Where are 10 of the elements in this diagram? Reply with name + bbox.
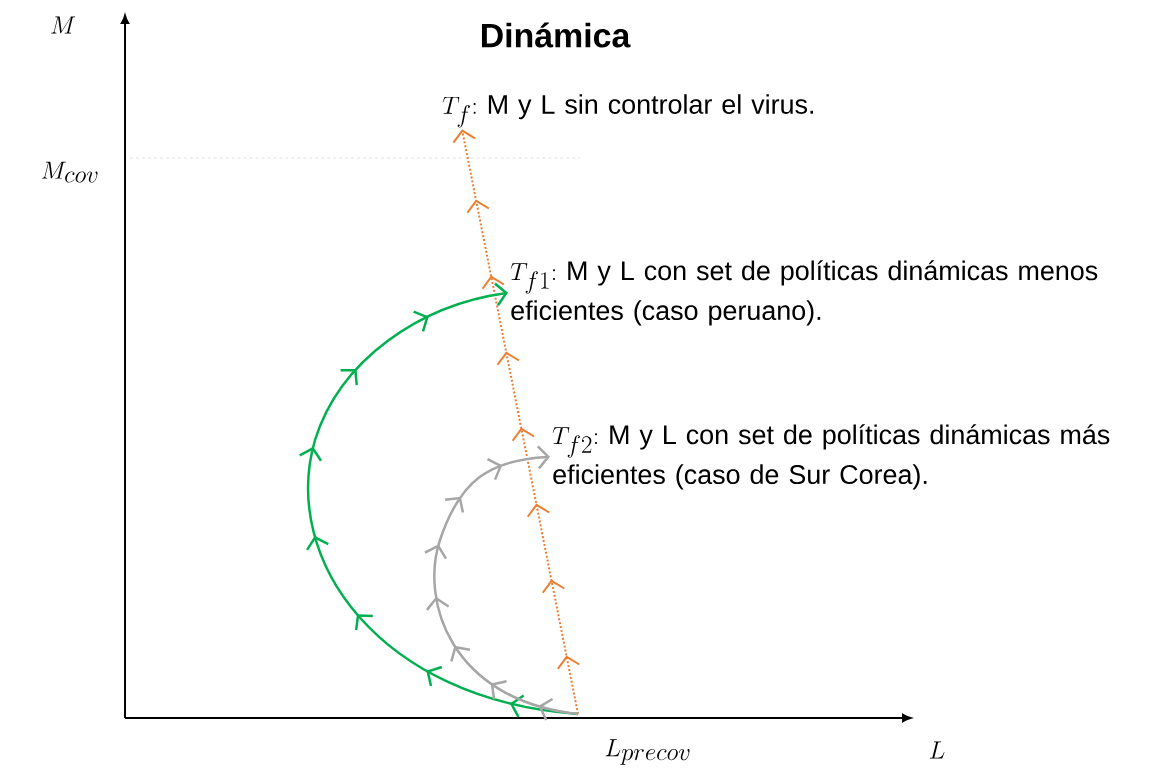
title: Dinámica xyxy=(481,22,631,48)
trajectory-curve xyxy=(452,129,581,715)
annotation-text: $T_{f1}\colon$ M y L con set de políticas dinámicas menos eficientes (caso peruano). xyxy=(510,260,1098,326)
trajectory-curve xyxy=(424,445,579,721)
axis-label: $L_{precov}$ xyxy=(605,739,690,765)
annotation-text: $T_{f2}\colon$ M y L con set de políticas dinámicas más eficientes (caso de Sur Corea). xyxy=(552,424,1110,490)
annotation-text: $T_{f}\colon$ M y L sin controlar el virus. xyxy=(442,94,813,128)
axis-label: $M$ xyxy=(51,16,76,34)
axis-label: $L$ xyxy=(929,741,945,759)
axis-label: $M_{cov}$ xyxy=(41,161,98,183)
